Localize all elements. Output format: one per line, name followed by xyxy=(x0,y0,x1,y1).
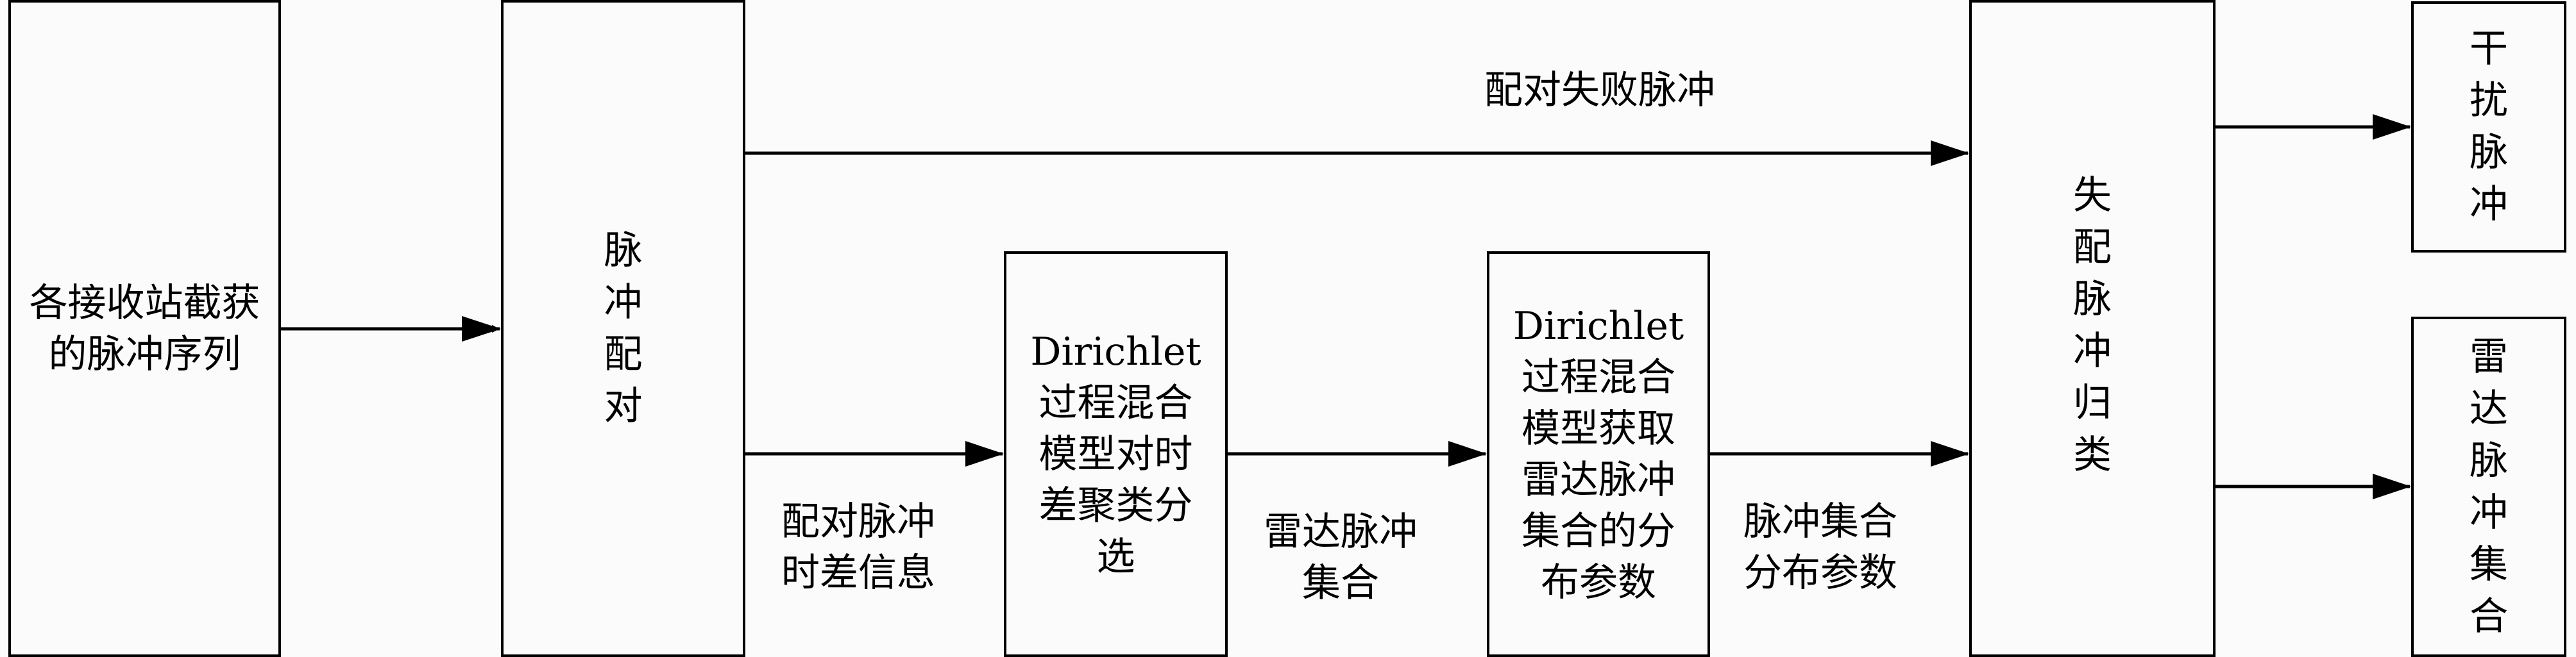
node-text: 模型获取 xyxy=(1521,406,1675,451)
label-pair-fail: 配对失败脉冲 xyxy=(1407,65,1792,116)
edge-label: 雷达脉冲 xyxy=(1264,510,1418,554)
dp-cluster-box: Dirichlet 过程混合 模型对时 差聚类分 选 xyxy=(1004,251,1228,657)
node-text: 扰 xyxy=(2470,78,2508,123)
node-text: 的脉冲序列 xyxy=(48,331,241,377)
node-text: 过程混合 xyxy=(1038,380,1193,426)
node-text: 雷 xyxy=(2470,334,2508,379)
arrowhead xyxy=(965,441,1004,467)
edge-label: 配对失败脉冲 xyxy=(1484,68,1715,113)
node-text: 集 xyxy=(2470,542,2508,587)
label-radar-pulse-set: 雷达脉冲 集合 xyxy=(1244,506,1437,609)
node-text: 脉 xyxy=(2073,276,2112,322)
node-text: 配 xyxy=(604,331,643,377)
node-text: 类 xyxy=(2073,432,2112,478)
node-text: 失 xyxy=(2073,172,2112,218)
node-text: 差聚类分 xyxy=(1038,483,1193,528)
label-pair-tdoa: 配对脉冲 时差信息 xyxy=(762,496,954,599)
node-text: 选 xyxy=(1096,534,1135,579)
node-text: 脉 xyxy=(604,228,643,273)
arrowhead xyxy=(1931,140,1969,166)
radar-pulse-set-box: 雷 达 脉 冲 集 合 xyxy=(2411,317,2566,657)
node-text: 对 xyxy=(604,383,643,429)
node-text: 冲 xyxy=(2073,328,2112,374)
arrowhead xyxy=(2373,474,2411,499)
arrowhead xyxy=(462,316,501,342)
node-text: 冲 xyxy=(2470,182,2508,227)
node-text: 合 xyxy=(2470,594,2508,639)
edge-label: 配对脉冲 xyxy=(781,499,935,544)
node-text: 布参数 xyxy=(1540,560,1656,605)
dp-params-box: Dirichlet 过程混合 模型获取 雷达脉冲 集合的分 布参数 xyxy=(1487,251,1710,657)
arrowhead xyxy=(1448,441,1487,467)
node-text: Dirichlet xyxy=(1513,303,1684,349)
node-text: 冲 xyxy=(2470,490,2508,535)
node-text: 干 xyxy=(2470,26,2508,71)
node-text: 各接收站截获 xyxy=(29,280,260,326)
edge-label: 分布参数 xyxy=(1743,551,1897,595)
node-text: 达 xyxy=(2470,386,2508,431)
label-set-params: 脉冲集合 分布参数 xyxy=(1724,496,1917,599)
input-pulse-sequence-box: 各接收站截获 的脉冲序列 xyxy=(8,0,281,657)
node-text: 配 xyxy=(2073,224,2112,270)
node-text: 雷达脉冲 xyxy=(1521,457,1675,503)
node-text: 模型对时 xyxy=(1038,431,1193,477)
node-text: 过程混合 xyxy=(1521,354,1675,400)
edge-label: 集合 xyxy=(1302,561,1379,606)
edge-label: 时差信息 xyxy=(781,551,935,595)
node-text: 冲 xyxy=(604,279,643,325)
node-text: 归 xyxy=(2073,380,2112,426)
unpaired-classify-box: 失 配 脉 冲 归 类 xyxy=(1969,0,2216,657)
edge-label: 脉冲集合 xyxy=(1743,499,1897,544)
node-text: 脉 xyxy=(2470,438,2508,483)
interference-pulse-box: 干 扰 脉 冲 xyxy=(2411,1,2566,253)
pulse-pairing-box: 脉 冲 配 对 xyxy=(501,0,745,657)
node-text: Dirichlet xyxy=(1030,329,1201,374)
arrowhead xyxy=(2373,114,2411,140)
node-text: 脉 xyxy=(2470,130,2508,175)
node-text: 集合的分 xyxy=(1521,508,1675,554)
arrowhead xyxy=(1931,441,1969,467)
